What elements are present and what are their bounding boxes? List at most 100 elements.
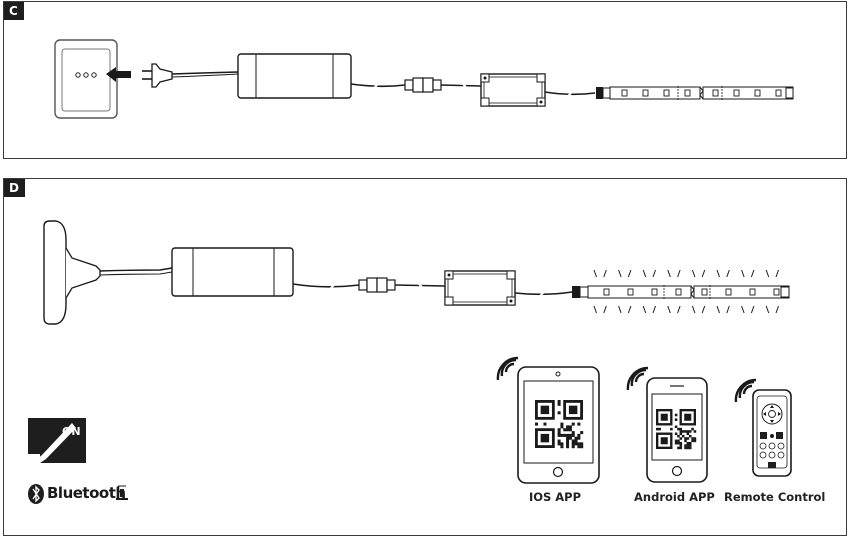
qr-module <box>677 439 680 443</box>
qr-module <box>557 439 561 443</box>
qr-module <box>684 437 687 440</box>
light-ray <box>603 305 607 314</box>
qr-finder <box>684 413 692 421</box>
light-ray <box>652 269 656 278</box>
light-ray <box>593 269 597 278</box>
qr-module <box>557 431 561 435</box>
light-ray <box>775 269 779 278</box>
qr-module <box>679 441 683 445</box>
qr-module <box>674 418 678 421</box>
wireless-signal-icon <box>626 366 649 391</box>
qr-module <box>571 431 575 435</box>
panel-c-label: C <box>4 2 24 20</box>
qr-module <box>686 444 690 447</box>
qr-module <box>684 430 687 433</box>
tablet-icon <box>517 366 600 484</box>
qr-module <box>566 436 570 440</box>
wireless-signal-icon <box>496 356 519 381</box>
light-ray <box>726 269 730 278</box>
light-ray <box>716 305 720 314</box>
light-ray <box>667 269 671 278</box>
qr-module <box>563 433 567 437</box>
qr-finder <box>540 433 550 443</box>
qr-module <box>580 445 584 449</box>
panel-d-label: D <box>4 179 25 197</box>
qr-module <box>574 436 578 440</box>
qr-module <box>677 446 680 450</box>
qr-module <box>674 441 678 445</box>
qr-module <box>566 428 570 432</box>
qr-module <box>688 446 692 450</box>
connector-icon <box>404 77 442 93</box>
light-ray <box>741 305 745 314</box>
power-plug-icon <box>142 63 239 88</box>
qr-module <box>693 439 697 443</box>
power-adapter-icon <box>237 53 352 99</box>
connector-icon <box>358 277 396 293</box>
qr-module <box>535 422 539 426</box>
light-ray <box>716 269 720 278</box>
qr-module <box>580 431 584 435</box>
qr-module <box>684 446 687 450</box>
qr-module <box>557 428 561 432</box>
bluetooth-label: Bluetooth <box>47 484 126 502</box>
light-ray <box>750 269 755 278</box>
light-ray <box>726 305 730 314</box>
qr-module <box>679 444 683 447</box>
led-strip-icon <box>596 86 794 100</box>
qr-module <box>560 425 564 429</box>
qr-module <box>557 400 561 404</box>
qr-module <box>577 436 581 440</box>
qr-module <box>688 434 692 438</box>
qr-module <box>679 446 683 450</box>
controller-box-icon <box>480 73 546 107</box>
qr-module <box>686 432 690 436</box>
qr-module <box>674 425 678 429</box>
qr-module <box>560 442 564 446</box>
qr-module <box>577 445 581 449</box>
android-app-caption: Android APP <box>634 490 715 504</box>
qr-module <box>686 437 690 440</box>
qr-finder <box>540 405 550 415</box>
wall-socket-icon <box>54 39 118 119</box>
qr-module <box>571 422 575 426</box>
qr-module <box>566 425 570 429</box>
qr-module <box>557 433 561 437</box>
ios-app-caption: IOS APP <box>528 490 582 504</box>
qr-module <box>574 442 578 446</box>
light-ray <box>618 305 622 314</box>
bluetooth-indicator-icon <box>116 485 128 500</box>
light-ray <box>603 269 607 278</box>
qr-module <box>677 434 680 438</box>
light-ray <box>701 305 706 314</box>
qr-module <box>574 439 578 443</box>
qr-module <box>691 427 694 431</box>
qr-finder <box>568 405 578 415</box>
qr-module <box>566 442 570 446</box>
qr-code-icon <box>656 409 697 450</box>
qr-module <box>568 436 572 440</box>
light-ray <box>765 305 770 314</box>
qr-module <box>679 437 683 440</box>
qr-module <box>580 442 584 446</box>
qr-finder <box>660 437 668 445</box>
light-ray <box>642 305 647 314</box>
light-rays-icon <box>593 269 779 314</box>
qr-module <box>691 437 694 440</box>
power-adapter-icon <box>171 247 294 297</box>
qr-module <box>677 427 680 431</box>
qr-module <box>681 430 685 433</box>
qr-module <box>566 439 570 443</box>
qr-module <box>658 427 661 431</box>
light-ray <box>642 269 647 278</box>
qr-module <box>560 422 564 426</box>
light-ray <box>741 269 745 278</box>
qr-module <box>693 430 697 433</box>
qr-module <box>691 439 694 443</box>
bluetooth-icon <box>28 484 44 504</box>
light-ray <box>667 305 671 314</box>
qr-module <box>557 402 561 406</box>
qr-module <box>686 430 690 433</box>
qr-module <box>688 444 692 447</box>
light-ray <box>627 269 632 278</box>
